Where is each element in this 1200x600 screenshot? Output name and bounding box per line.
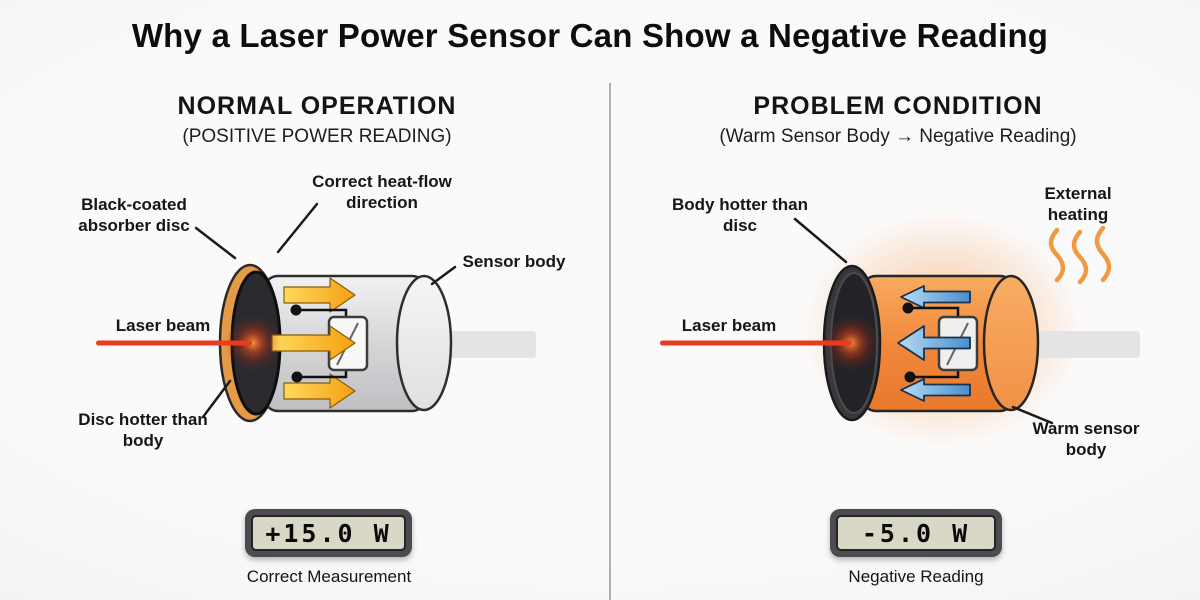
right-laser-beam-line [660, 340, 852, 346]
left-panel-subheading: (POSITIVE POWER READING) [182, 126, 452, 147]
right-thermopile-junction-top [902, 302, 914, 314]
power-readout-left: +15.0 W [251, 515, 406, 551]
label-laser-beam-right: Laser beam [681, 316, 777, 335]
label-laser-beam-left: Laser beam [115, 316, 211, 335]
right-thermopile-wire-top [908, 306, 960, 317]
pointer-body-hotter [793, 217, 848, 264]
label-external-heating: External heating [1044, 184, 1112, 224]
left-panel-heading: NORMAL OPERATION [177, 92, 457, 120]
right-panel-subheading: (Warm Sensor Body → Negative Reading) [719, 126, 1077, 147]
thermopile-wire-bottom [297, 370, 348, 379]
heat-out-arrow-top [283, 277, 356, 313]
right-sensor-illustration [660, 212, 1140, 448]
right-sensor-mount-stub [1020, 331, 1140, 358]
right-sensor-endcap [982, 274, 1040, 412]
pointer-sensor-body [430, 265, 457, 286]
label-disc-hotter: Disc hotter than body [78, 410, 208, 450]
pointer-warm-body [1011, 405, 1054, 425]
label-warm-body: Warm sensor body [1032, 419, 1140, 459]
left-sensor-endcap [395, 274, 453, 412]
power-display-right: -5.0 W [830, 509, 1002, 557]
panel-divider [609, 83, 611, 600]
heat-out-arrow-middle [271, 325, 356, 361]
page-title: Why a Laser Power Sensor Can Show a Nega… [131, 17, 1049, 54]
heat-in-arrow-top [900, 285, 971, 309]
power-readout-right: -5.0 W [836, 515, 996, 551]
heat-waves-icon [1048, 225, 1112, 285]
laser-spot-glow [225, 315, 281, 371]
heat-out-arrow-bottom [283, 373, 356, 409]
heat-in-arrow-bottom [900, 378, 971, 402]
heat-in-arrow-middle [897, 325, 971, 361]
thermopile-junction-bottom [291, 371, 303, 383]
label-heat-flow: Correct heat-flow direction [312, 172, 452, 212]
label-absorber-disc: Black-coated absorber disc [78, 195, 190, 235]
display-caption-right: Negative Reading [848, 567, 984, 586]
pointer-disc-hotter [201, 379, 232, 419]
pointer-heat-flow [276, 202, 319, 254]
right-panel-heading: PROBLEM CONDITION [753, 92, 1043, 120]
label-body-hotter: Body hotter than disc [672, 195, 808, 235]
thermopile-junction-top [290, 304, 302, 316]
display-caption-left: Correct Measurement [246, 567, 412, 586]
left-sensor-illustration [96, 202, 536, 423]
thermopile-wire-top [296, 308, 348, 317]
power-display-left: +15.0 W [245, 509, 412, 557]
label-sensor-body: Sensor body [462, 252, 566, 271]
laser-beam-line [96, 340, 252, 346]
right-thermopile-junction-bottom [904, 371, 916, 383]
pointer-absorber-disc [194, 226, 237, 260]
left-sensor-mount-stub [428, 331, 536, 358]
right-thermopile-wire-bottom [910, 370, 960, 379]
